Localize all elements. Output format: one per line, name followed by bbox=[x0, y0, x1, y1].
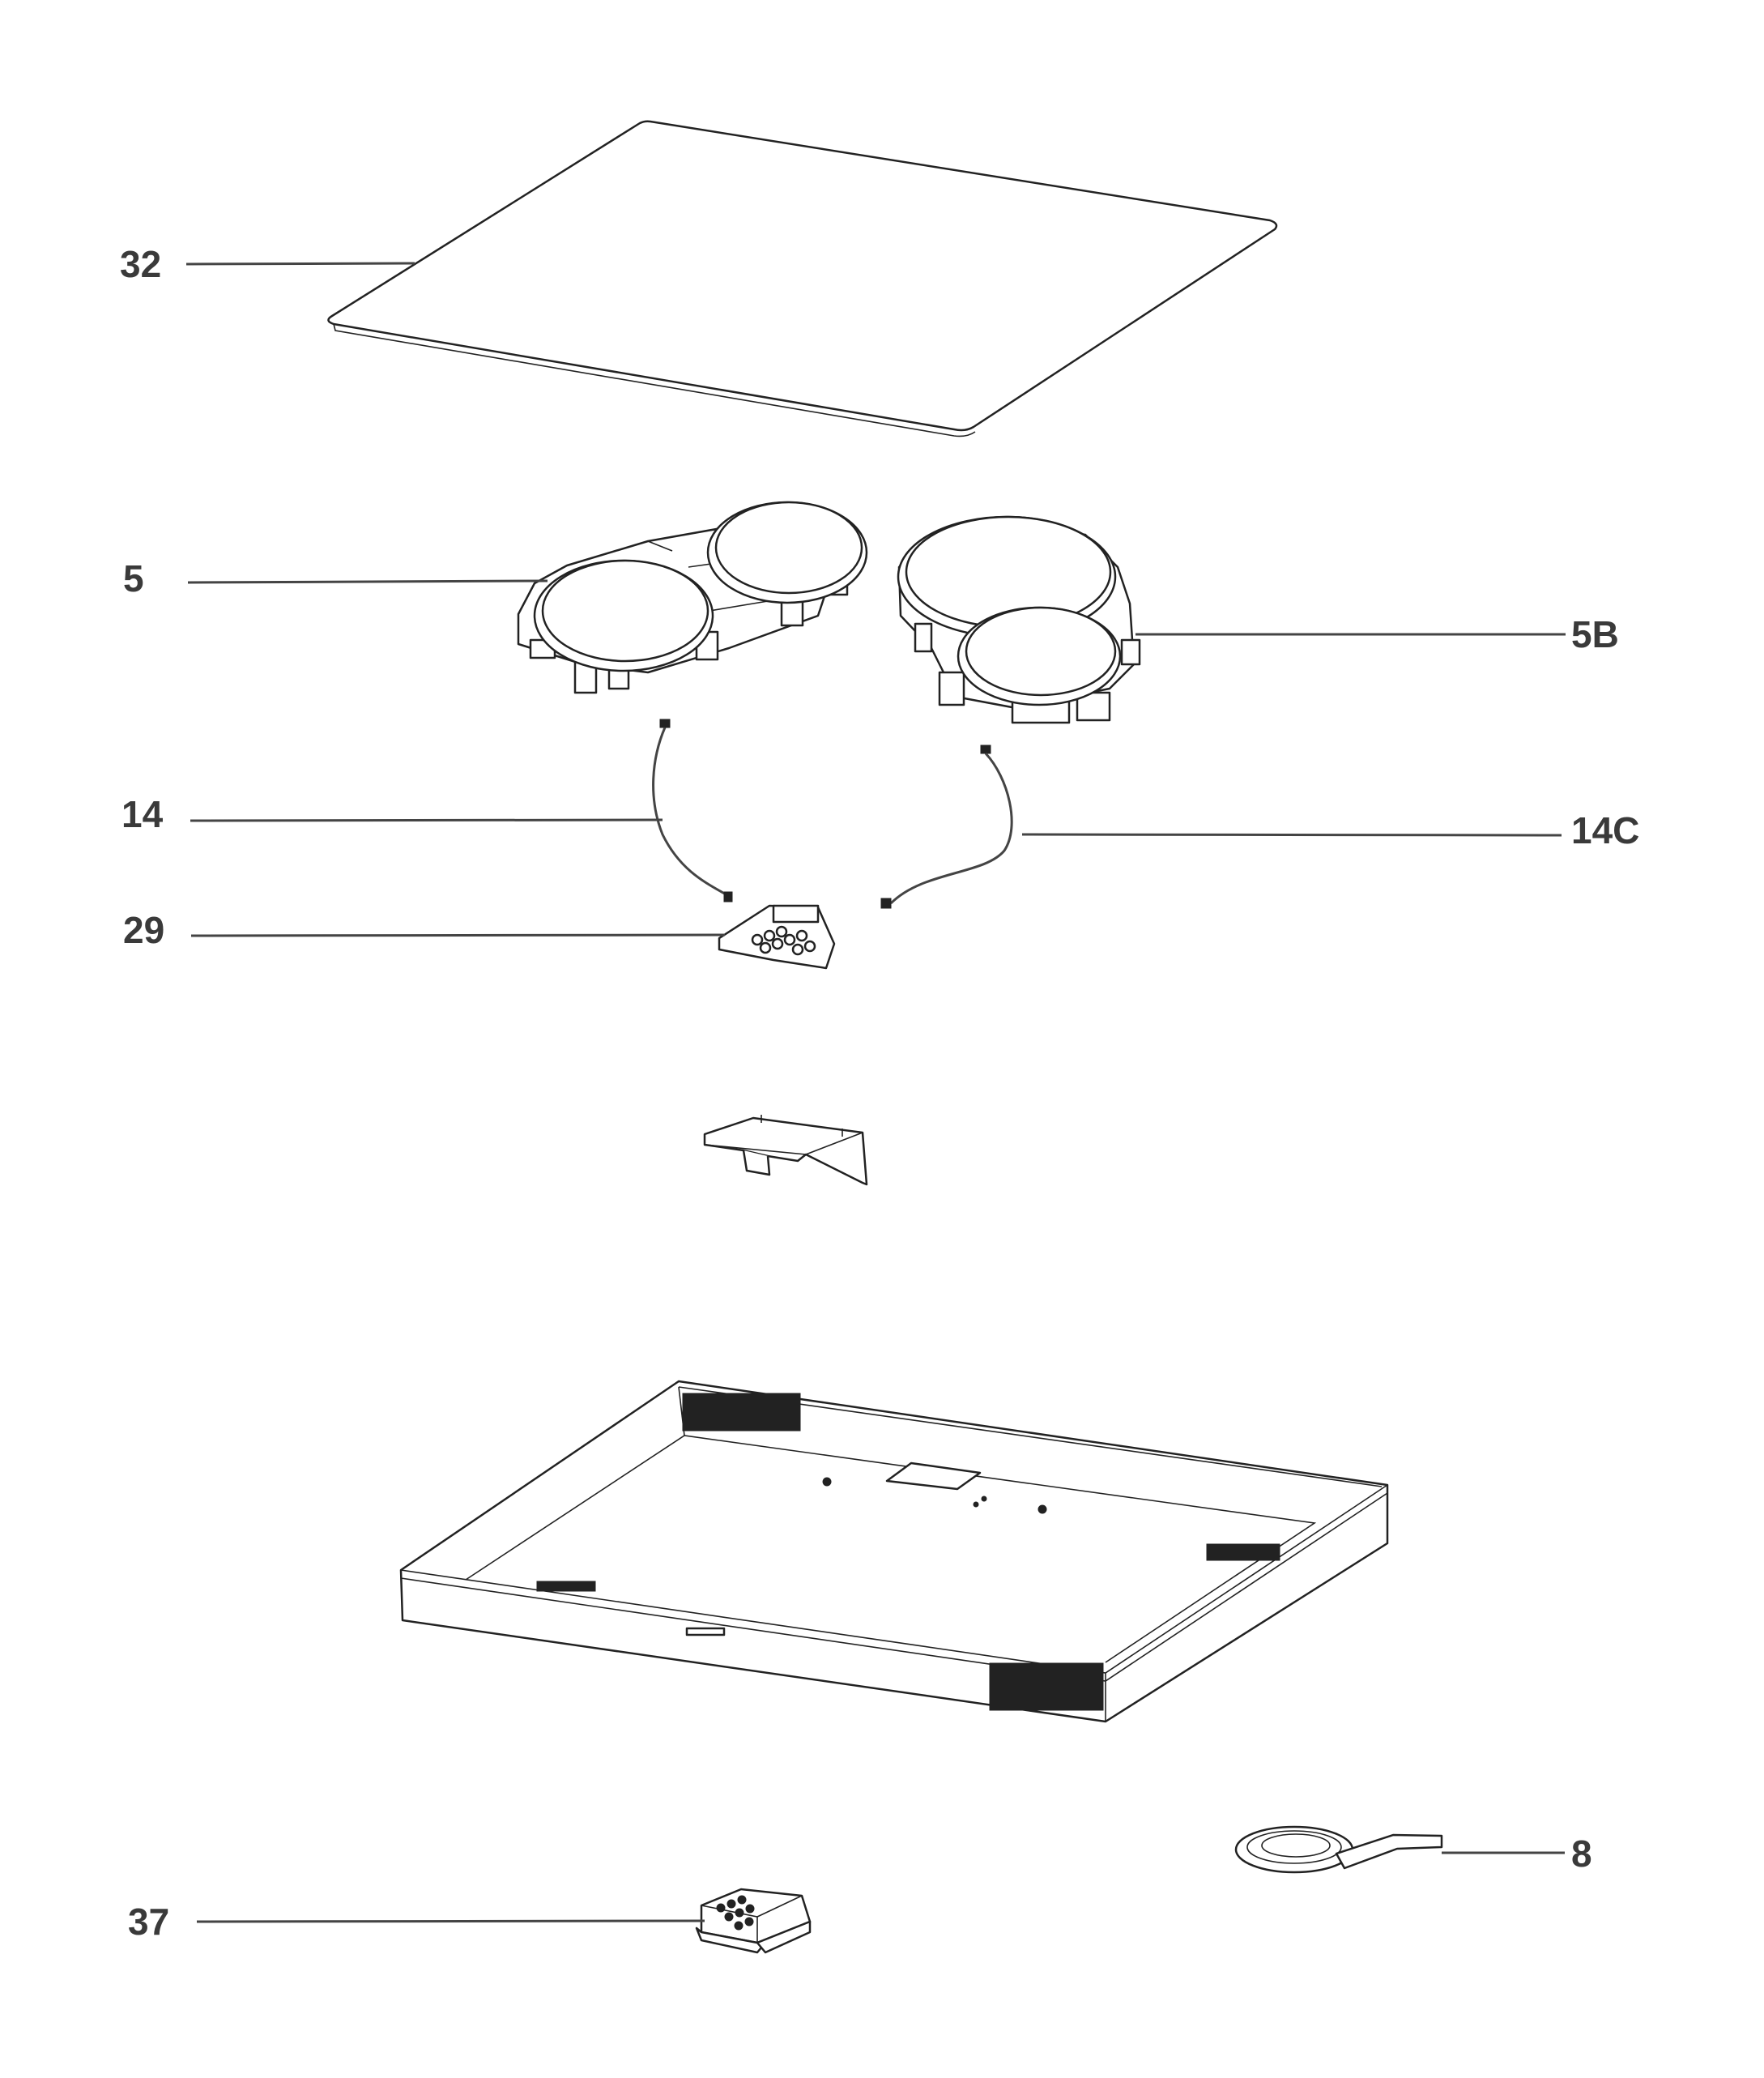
leader-line-37 bbox=[196, 1919, 705, 1923]
heating-unit-right-part[interactable] bbox=[897, 515, 1141, 724]
callout-14[interactable]: 14 bbox=[121, 793, 164, 835]
base-tray-part[interactable] bbox=[399, 1380, 1389, 1723]
cable-left-part[interactable] bbox=[652, 719, 733, 902]
heating-unit-left-part[interactable] bbox=[517, 501, 868, 694]
leader-line-5 bbox=[187, 579, 548, 584]
callout-5[interactable]: 5 bbox=[123, 557, 144, 600]
leader-line-14C bbox=[1021, 833, 1562, 837]
leader-line-29 bbox=[190, 933, 726, 937]
callout-8[interactable]: 8 bbox=[1571, 1833, 1592, 1875]
callout-29[interactable]: 29 bbox=[123, 909, 164, 951]
callout-37[interactable]: 37 bbox=[128, 1901, 169, 1943]
callout-5B[interactable]: 5B bbox=[1571, 613, 1619, 655]
gasket-tape-part[interactable] bbox=[1234, 1825, 1443, 1874]
control-board-part[interactable] bbox=[718, 904, 836, 970]
terminal-block-part[interactable] bbox=[695, 1888, 812, 1954]
bracket-part[interactable] bbox=[703, 1115, 868, 1186]
leader-line-32 bbox=[185, 262, 415, 266]
callout-14C[interactable]: 14C bbox=[1571, 809, 1639, 851]
glass-top-part[interactable] bbox=[327, 120, 1278, 437]
callout-32[interactable]: 32 bbox=[120, 243, 161, 285]
leader-line-14 bbox=[190, 818, 663, 822]
cable-right-part[interactable] bbox=[880, 745, 1013, 909]
